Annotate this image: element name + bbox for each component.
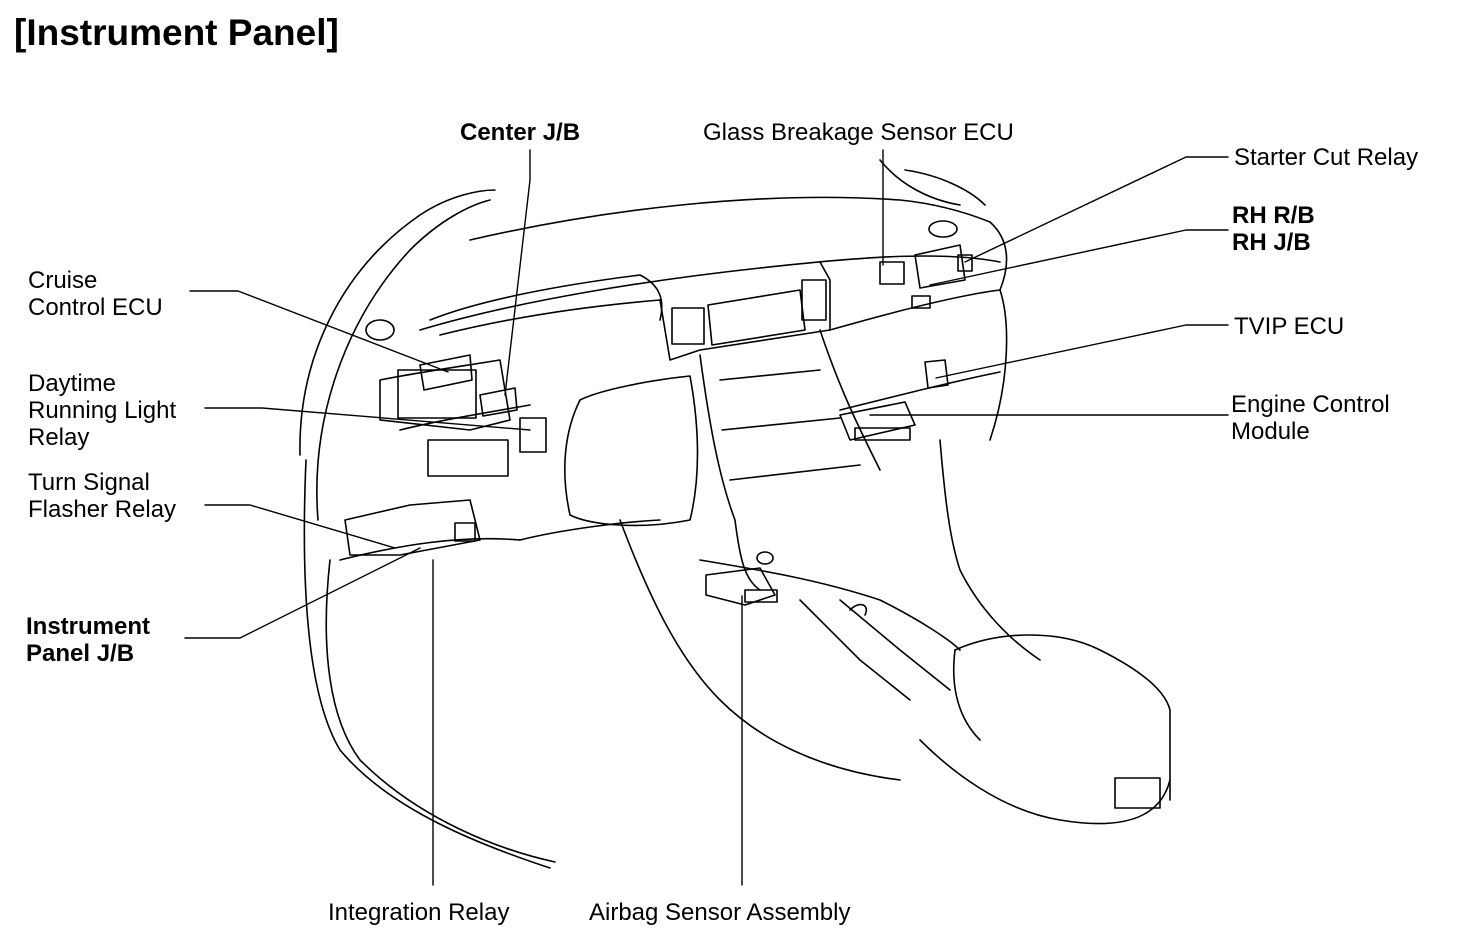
label-rh-rb: RH R/B xyxy=(1232,202,1315,229)
label-ipjb-line1: Instrument xyxy=(26,613,151,640)
label-integration-relay: Integration Relay xyxy=(328,899,510,926)
label-drl-line2: Running Light xyxy=(28,397,177,424)
label-ecm-line2: Module xyxy=(1231,418,1310,445)
component-shapes xyxy=(344,244,973,606)
label-turn-line2: Flasher Relay xyxy=(28,496,177,523)
page-title: [Instrument Panel] xyxy=(14,12,339,53)
dashboard-outline xyxy=(339,159,1171,825)
label-rh-jb: RH J/B xyxy=(1232,229,1311,256)
leader-lines xyxy=(184,149,1229,886)
label-daytime-running-light-relay: Daytime Running Light Relay xyxy=(28,370,176,451)
label-cruise-line2: Control ECU xyxy=(28,294,163,321)
label-turn-signal-flasher-relay: Turn Signal Flasher Relay xyxy=(28,469,176,523)
label-glass-breakage-sensor-ecu: Glass Breakage Sensor ECU xyxy=(703,119,1014,146)
label-instrument-panel-jb: Instrument Panel J/B xyxy=(26,613,150,667)
label-rh-rb-rh-jb: RH R/B RH J/B xyxy=(1232,202,1315,256)
door-frame-outline xyxy=(299,189,556,869)
label-ipjb-line2: Panel J/B xyxy=(26,640,135,667)
label-engine-control-module: Engine Control Module xyxy=(1231,391,1390,445)
label-center-jb: Center J/B xyxy=(460,119,581,146)
label-drl-line1: Daytime xyxy=(28,370,117,397)
label-ecm-line1: Engine Control xyxy=(1231,391,1390,418)
label-drl-line3: Relay xyxy=(28,424,90,451)
label-airbag-sensor-assembly: Airbag Sensor Assembly xyxy=(589,899,851,926)
label-turn-line1: Turn Signal xyxy=(28,469,150,496)
label-starter-cut-relay: Starter Cut Relay xyxy=(1234,144,1419,171)
label-tvip-ecu: TVIP ECU xyxy=(1234,313,1345,340)
label-cruise-control-ecu: Cruise Control ECU xyxy=(28,267,163,321)
label-cruise-line1: Cruise xyxy=(28,267,98,294)
